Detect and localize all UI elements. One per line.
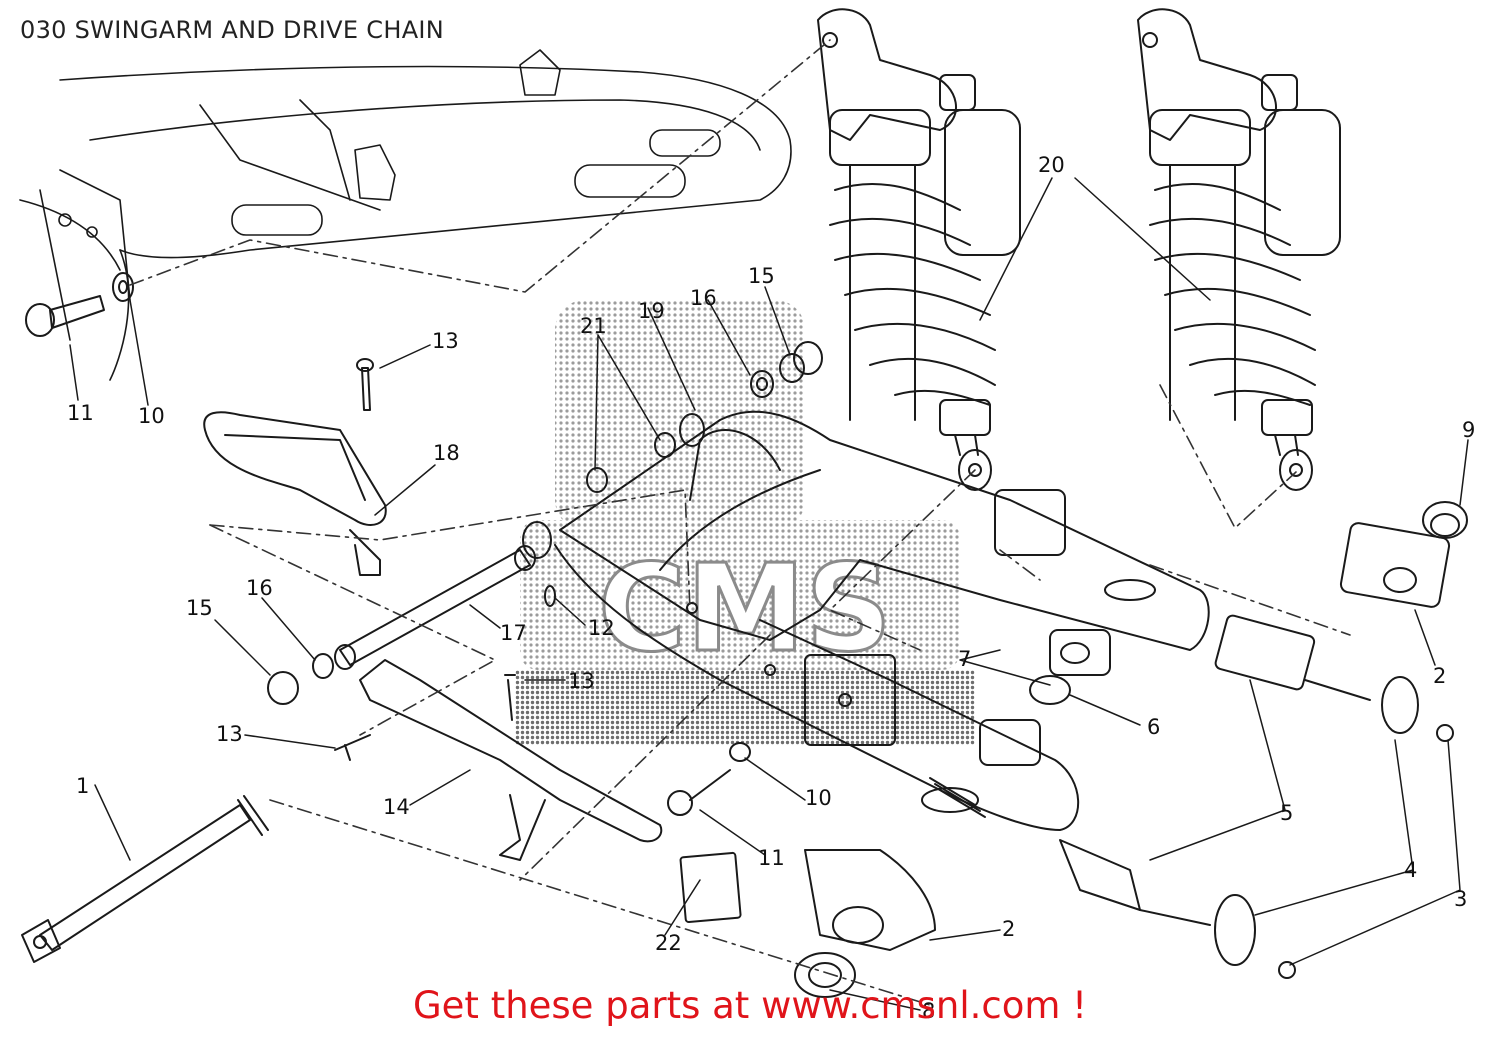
rear-axle-1 bbox=[21, 795, 269, 963]
callout-12: 12 bbox=[588, 616, 615, 640]
diagram-title: 030 SWINGARM AND DRIVE CHAIN bbox=[20, 16, 445, 44]
callout-18: 18 bbox=[433, 441, 460, 465]
callout-10: 10 bbox=[805, 786, 832, 810]
callout-9: 9 bbox=[1462, 418, 1475, 442]
callout-13: 13 bbox=[432, 329, 459, 353]
bushings-19-21 bbox=[522, 413, 705, 559]
callout-10: 10 bbox=[138, 404, 165, 428]
callout-4: 4 bbox=[1404, 858, 1417, 882]
chain-guard-14 bbox=[334, 659, 663, 861]
chain-adjusters bbox=[544, 501, 1468, 998]
callout-21: 21 bbox=[580, 314, 607, 338]
callout-3: 3 bbox=[1454, 887, 1467, 911]
shock-absorber-right bbox=[1137, 8, 1341, 491]
callout-7: 7 bbox=[958, 647, 971, 671]
footer-link-text[interactable]: Get these parts at www.cmsnl.com ! bbox=[412, 984, 1087, 1027]
callout-16: 16 bbox=[690, 286, 717, 310]
callout-labels: 20 15 16 19 21 13 11 10 18 9 15 16 17 12… bbox=[67, 153, 1475, 1023]
callout-1: 1 bbox=[76, 774, 89, 798]
frame-bolt-10-11 bbox=[25, 272, 134, 337]
callout-13: 13 bbox=[568, 669, 595, 693]
callout-2: 2 bbox=[1433, 664, 1446, 688]
rear-frame bbox=[19, 49, 792, 381]
callout-13: 13 bbox=[216, 722, 243, 746]
watermark-text: CMS bbox=[598, 540, 892, 679]
callout-16: 16 bbox=[246, 576, 273, 600]
chain-slider-18 bbox=[203, 358, 387, 576]
shock-absorber-left bbox=[817, 8, 1021, 491]
cms-watermark: CMS bbox=[515, 300, 975, 745]
callout-11: 11 bbox=[758, 846, 785, 870]
callout-20: 20 bbox=[1038, 153, 1065, 177]
callout-11: 11 bbox=[67, 401, 94, 425]
callout-19: 19 bbox=[638, 299, 665, 323]
pivot-spindle-17 bbox=[334, 545, 536, 670]
callout-2: 2 bbox=[1002, 917, 1015, 941]
pivot-cap-15-16 bbox=[267, 341, 823, 705]
callout-15: 15 bbox=[186, 596, 213, 620]
callout-8: 8 bbox=[922, 999, 935, 1023]
callout-22: 22 bbox=[655, 931, 682, 955]
callout-14: 14 bbox=[383, 795, 410, 819]
callout-17: 17 bbox=[500, 621, 527, 645]
leader-lines bbox=[69, 177, 1469, 1011]
callout-15: 15 bbox=[748, 264, 775, 288]
callout-5: 5 bbox=[1280, 801, 1293, 825]
callout-6: 6 bbox=[1147, 715, 1160, 739]
dash-lines bbox=[129, 39, 1351, 1006]
